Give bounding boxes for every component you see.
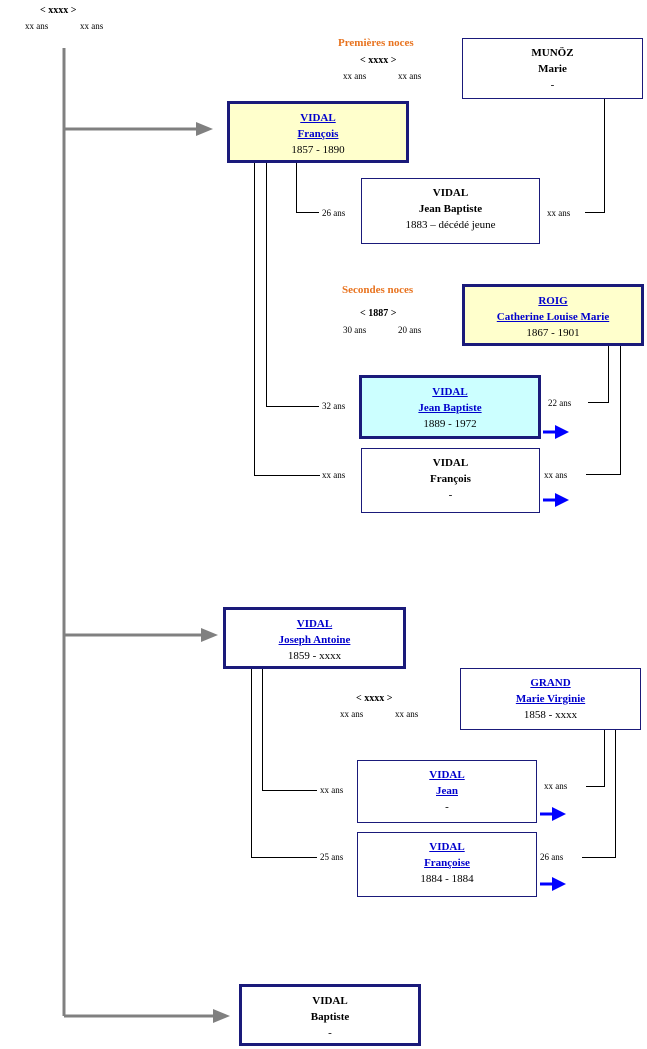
connector-line — [586, 474, 621, 475]
connector-line — [604, 99, 605, 213]
person-surname-link[interactable]: ROIG — [538, 295, 568, 307]
blue-arrow-jb1889 — [543, 425, 569, 439]
connector-line — [615, 730, 616, 858]
age-label: xx ans — [322, 470, 346, 480]
connector-line — [251, 669, 252, 858]
gray-arrow-joseph — [64, 628, 218, 642]
person-surname: MUNÖZ — [531, 47, 574, 59]
gray-arrow-francois — [64, 122, 213, 136]
age-label: xx ans — [544, 781, 568, 791]
person-dates: 1883 – décédé jeune — [405, 219, 496, 231]
person-given-name-link[interactable]: François — [297, 128, 339, 140]
gray-arrow-baptiste — [64, 1009, 230, 1023]
person-given-name: François — [430, 473, 471, 485]
person-card-vidal-baptiste: VIDAL Baptiste - — [239, 984, 421, 1046]
age-label: 32 ans — [322, 401, 346, 411]
connector-line — [266, 406, 319, 407]
person-dates: 1884 - 1884 — [420, 873, 474, 885]
person-card-vidal-francoise: VIDAL Françoise 1884 - 1884 — [357, 832, 537, 897]
person-given-name: Jean Baptiste — [418, 203, 483, 215]
connector-line — [296, 163, 297, 213]
person-surname-link[interactable]: VIDAL — [429, 769, 465, 781]
union3-age-right: xx ans — [395, 709, 419, 719]
connector-line — [582, 857, 616, 858]
person-given-name-link[interactable]: Jean — [436, 785, 458, 797]
person-card-vidal-jean-baptiste-1883: VIDAL Jean Baptiste 1883 – décédé jeune — [361, 178, 540, 244]
person-dates: 1858 - xxxx — [523, 709, 578, 721]
connector-line — [254, 163, 255, 476]
age-label: xx ans — [547, 208, 571, 218]
person-card-vidal-francois: VIDAL François 1857 - 1890 — [227, 101, 409, 163]
person-surname: VIDAL — [432, 457, 469, 469]
person-dates: - — [550, 79, 555, 91]
person-given-name-link[interactable]: Jean Baptiste — [418, 402, 482, 414]
person-surname: VIDAL — [312, 995, 348, 1007]
union2-age-right: 20 ans — [398, 325, 422, 335]
age-label: 22 ans — [548, 398, 572, 408]
union2-date: < 1887 > — [360, 308, 397, 319]
connector-line — [608, 346, 609, 403]
connector-line — [585, 212, 605, 213]
person-surname-link[interactable]: GRAND — [530, 677, 571, 689]
connector-line — [586, 786, 605, 787]
person-surname-link[interactable]: VIDAL — [300, 112, 336, 124]
connector-line — [604, 730, 605, 787]
person-surname: VIDAL — [432, 187, 469, 199]
age-label: xx ans — [544, 470, 568, 480]
person-card-roig-catherine: ROIG Catherine Louise Marie 1867 - 1901 — [462, 284, 644, 346]
connector-line — [251, 857, 317, 858]
connector-line — [296, 212, 319, 213]
person-given-name-link[interactable]: Françoise — [424, 857, 470, 869]
person-dates: - — [328, 1027, 332, 1039]
union1-date: < xxxx > — [360, 55, 397, 66]
connector-line — [254, 475, 320, 476]
connector-line — [266, 163, 267, 407]
root-marriage-date: < xxxx > — [40, 5, 77, 16]
union1-age-right: xx ans — [398, 71, 422, 81]
person-given-name-link[interactable]: Marie Virginie — [515, 693, 586, 705]
age-label: 25 ans — [320, 852, 344, 862]
union3-date: < xxxx > — [356, 693, 393, 704]
root-age-left: xx ans — [25, 21, 49, 31]
person-card-grand-marie-virginie: GRAND Marie Virginie 1858 - xxxx — [460, 668, 641, 730]
union3-age-left: xx ans — [340, 709, 364, 719]
person-card-vidal-jean: VIDAL Jean - — [357, 760, 537, 823]
person-surname-link[interactable]: VIDAL — [429, 841, 465, 853]
union2-age-left: 30 ans — [343, 325, 367, 335]
connector-line — [620, 346, 621, 475]
connector-line — [588, 402, 609, 403]
person-given-name: Baptiste — [310, 1011, 350, 1023]
age-label: xx ans — [320, 785, 344, 795]
connector-line — [262, 669, 263, 791]
person-given-name-link[interactable]: Joseph Antoine — [278, 634, 351, 646]
blue-arrow-francoise — [540, 877, 566, 891]
person-card-vidal-joseph-antoine: VIDAL Joseph Antoine 1859 - xxxx — [223, 607, 406, 669]
blue-arrow-jean — [540, 807, 566, 821]
blue-arrow-francois-jr — [543, 493, 569, 507]
person-card-vidal-francois-jr: VIDAL François - — [361, 448, 540, 513]
person-given-name: Marie — [538, 63, 567, 75]
union1-title: Premières noces — [338, 37, 414, 49]
person-dates: 1867 - 1901 — [526, 327, 580, 339]
person-dates: - — [448, 489, 453, 501]
union2-title: Secondes noces — [342, 284, 414, 296]
root-age-right: xx ans — [80, 21, 104, 31]
person-dates: 1859 - xxxx — [287, 650, 342, 662]
person-surname-link[interactable]: VIDAL — [432, 386, 468, 398]
person-given-name-link[interactable]: Catherine Louise Marie — [496, 311, 610, 323]
person-card-munoz-marie: MUNÖZ Marie - — [462, 38, 643, 99]
person-dates: 1857 - 1890 — [291, 144, 345, 156]
person-dates: - — [445, 801, 449, 813]
person-surname-link[interactable]: VIDAL — [296, 618, 333, 630]
age-label: 26 ans — [322, 208, 346, 218]
age-label: 26 ans — [540, 852, 564, 862]
union1-age-left: xx ans — [343, 71, 367, 81]
person-card-vidal-jean-baptiste-1889: VIDAL Jean Baptiste 1889 - 1972 — [359, 375, 541, 439]
connector-line — [262, 790, 317, 791]
person-dates: 1889 - 1972 — [423, 418, 477, 430]
